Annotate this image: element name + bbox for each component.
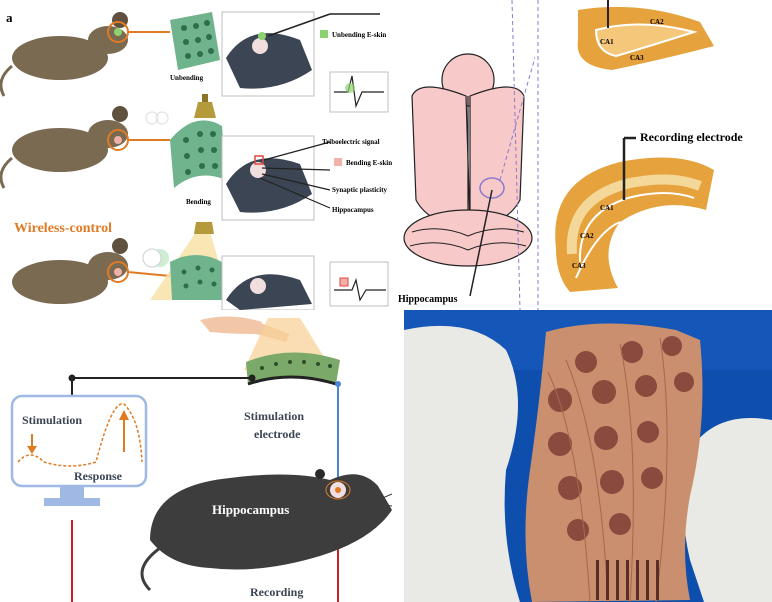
top-left-panel: a Unbending Unbending E-skin [0, 0, 393, 310]
panel-letter: a [6, 10, 13, 25]
recording-electrode-label: Recording electrode [640, 130, 743, 144]
eskin-film [525, 323, 702, 602]
bottom-ca2-label: CA2 [580, 232, 594, 240]
bottom-ca3-label: CA3 [572, 262, 586, 270]
glove-left [404, 326, 520, 602]
top-ca1-label: CA1 [600, 38, 614, 46]
recording-label: Recording [250, 585, 303, 599]
eskin-flat [170, 12, 220, 70]
callout-unbending-eskin: Unbending E-skin [332, 31, 386, 39]
label-bending: Bending [186, 198, 211, 206]
hippocampus-panel: CA2 CA1 CA3 Recording electrode CA1 CA2 … [535, 0, 772, 310]
top-ca3-label: CA3 [630, 54, 644, 62]
bottom-ca1-label: CA1 [600, 204, 614, 212]
callout-synaptic-plasticity: Synaptic plasticity [332, 186, 388, 194]
callout-bending-eskin: Bending E-skin [346, 159, 392, 167]
brain-panel: Hippocampus [393, 0, 548, 310]
stimulation-label: Stimulation [22, 413, 82, 427]
label-unbending: Unbending [170, 74, 204, 82]
callout-hippocampus: Hippocampus [332, 206, 374, 214]
label-wireless-control: Wireless-control [14, 221, 112, 236]
stimulation-electrode-line2: electrode [254, 427, 301, 441]
bottom-left-panel: Stimulation Response Stimulation electro… [0, 310, 393, 602]
top-ca2-label: CA2 [650, 18, 664, 26]
hippocampus-label-mouse: Hippocampus [212, 502, 289, 517]
callout-triboelectric-signal: Triboelectric signal [322, 138, 380, 146]
brain-label-hippocampus: Hippocampus [398, 294, 458, 305]
eskin-photo [404, 310, 772, 602]
stimulation-electrode-line1: Stimulation [244, 409, 304, 423]
signal-box-row3 [330, 262, 388, 306]
response-label: Response [74, 469, 123, 483]
